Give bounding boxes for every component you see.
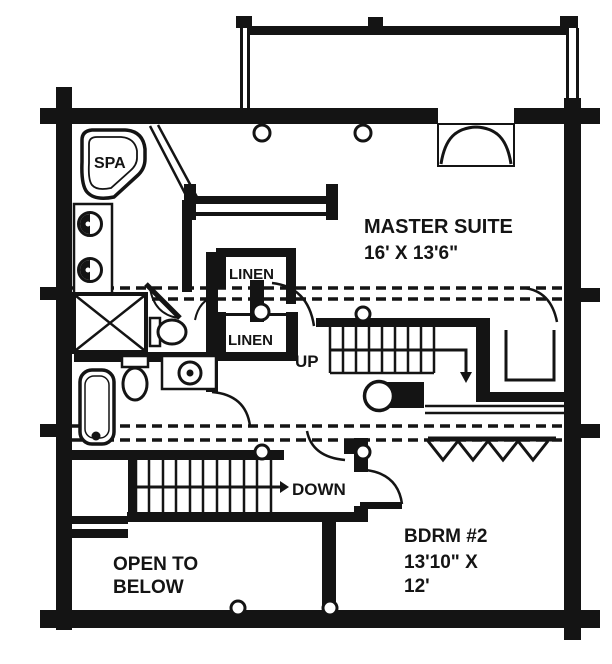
deck-post xyxy=(236,16,252,28)
hall-post-icon xyxy=(251,302,271,322)
open-below-label-1: OPEN TO xyxy=(113,554,198,575)
bedroom2-door xyxy=(360,468,404,509)
landing-step xyxy=(70,516,128,524)
closet-door-arc xyxy=(523,286,559,323)
log-post-icons xyxy=(229,123,373,617)
wood-stove-icon xyxy=(362,379,396,413)
exterior-walls xyxy=(40,87,600,640)
left-wall xyxy=(56,87,72,630)
stairs-down-arrow xyxy=(280,481,289,493)
down-label: DOWN xyxy=(292,480,346,499)
sawtooth-trim xyxy=(426,436,556,463)
loft-edge-dashed-lower xyxy=(72,424,566,442)
master-suite-dims: 16' X 13'6" xyxy=(364,243,458,264)
lower-hall-door-arc xyxy=(211,390,252,427)
deck-outline xyxy=(236,16,579,110)
diagonal-partition-wall xyxy=(148,124,200,204)
spa-label: SPA xyxy=(94,155,126,172)
stairs-up-arrow xyxy=(460,372,472,383)
bath-door xyxy=(144,282,182,320)
stairs-down xyxy=(134,460,289,512)
vanity-double-sink xyxy=(72,202,114,296)
log-end-stub xyxy=(40,287,56,300)
master-suite-label: MASTER SUITE xyxy=(364,216,513,238)
top-wall xyxy=(514,108,600,124)
master-door-arc xyxy=(271,281,316,327)
toilet-icon xyxy=(120,354,150,402)
bathtub-icon xyxy=(78,368,116,446)
stairs-up xyxy=(328,327,472,383)
bottom-wall xyxy=(40,610,600,628)
log-end-stub xyxy=(40,424,56,437)
hallway-door-arc xyxy=(305,430,346,462)
landing-step xyxy=(70,529,128,538)
deck-post xyxy=(368,17,383,28)
bedroom2-label: BDRM #2 xyxy=(404,526,487,547)
toilet-icon xyxy=(148,316,188,348)
open-below-label-2: BELOW xyxy=(113,577,184,598)
shower-stall xyxy=(72,292,148,354)
stairs-up-rail xyxy=(330,348,468,374)
linen-upper-label: LINEN xyxy=(229,266,274,283)
linen-lower-label: LINEN xyxy=(228,332,273,349)
bedroom2-dims-2: 12' xyxy=(404,576,430,597)
bedroom2-dims-1: 13'10" X xyxy=(404,552,478,573)
up-label: UP xyxy=(295,352,319,371)
closet-shelf-lines xyxy=(425,404,564,415)
right-wall xyxy=(564,98,581,640)
round-sink-counter xyxy=(160,354,218,391)
log-end-stub xyxy=(581,288,600,302)
french-doors xyxy=(437,123,515,167)
top-wall xyxy=(40,108,438,124)
shower-x xyxy=(75,295,145,351)
deck-post xyxy=(560,16,578,28)
closet-u-shelf xyxy=(504,330,556,382)
loft-edge-dashed-upper xyxy=(72,286,566,301)
spa-tub xyxy=(80,128,147,200)
log-end-stub xyxy=(581,424,600,438)
